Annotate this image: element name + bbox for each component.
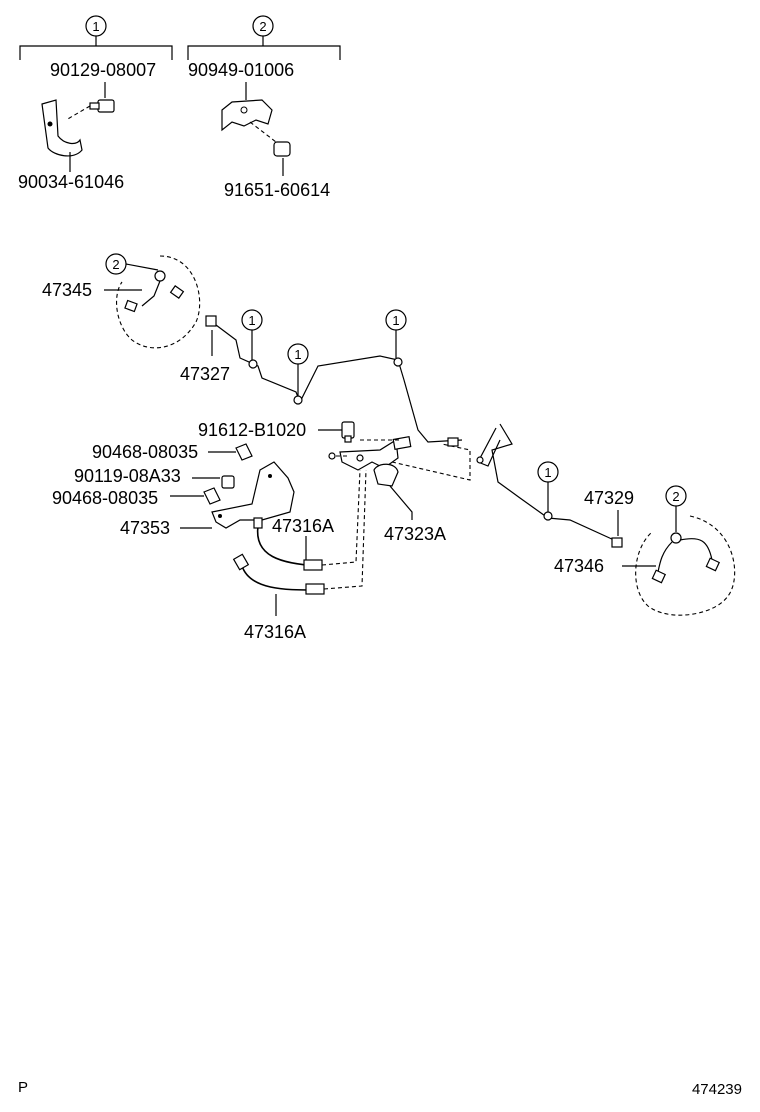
- legend-group-2: 2 90949-01006 91651-60614: [187, 15, 341, 200]
- svg-text:1: 1: [248, 313, 255, 328]
- footer-left-code: P: [18, 1079, 28, 1096]
- bolt-91612: 91612-B1020: [198, 420, 355, 443]
- legend-circle-1-label: 1: [92, 19, 99, 34]
- svg-text:2: 2: [672, 489, 679, 504]
- tube-nut-icon: [205, 315, 217, 327]
- part-label-47323A: 47323A: [384, 524, 446, 544]
- bleeder-fitting-icon: [124, 285, 185, 313]
- part-label-90468-08035-b: 90468-08035: [52, 488, 158, 508]
- part-label-90129-08007: 90129-08007: [50, 60, 156, 80]
- part-label-47345: 47345: [42, 280, 92, 300]
- part-label-47316A-upper: 47316A: [272, 516, 334, 536]
- part-label-91612-B1020: 91612-B1020: [198, 420, 306, 440]
- part-label-47346: 47346: [554, 556, 604, 576]
- part-label-90119-08A33: 90119-08A33: [74, 466, 181, 486]
- bolt-icon-2: [273, 141, 291, 157]
- svg-text:1: 1: [294, 347, 301, 362]
- footer-diagram-number: 474239: [692, 1081, 742, 1098]
- svg-text:1: 1: [392, 313, 399, 328]
- part-label-90949-01006: 90949-01006: [188, 60, 294, 80]
- part-label-47316A-lower: 47316A: [244, 622, 306, 642]
- part-label-47327: 47327: [180, 364, 230, 384]
- callout-1-c: [385, 309, 407, 331]
- main-brake-line: 1 1 1 47327: [180, 309, 463, 443]
- part-label-47329: 47329: [584, 488, 634, 508]
- clamp-bracket-icon: [41, 99, 83, 157]
- part-label-90468-08035-a: 90468-08035: [92, 442, 198, 462]
- part-label-90034-61046: 90034-61046: [18, 172, 124, 192]
- legend-group-2-bracket: [187, 45, 341, 60]
- legend-group-1: 1 90129-08007 90034-61046: [18, 15, 173, 192]
- callout-1-b: [287, 343, 309, 365]
- part-label-47353: 47353: [120, 518, 170, 538]
- left-wheel-backing-plate: 2 47345: [42, 253, 201, 349]
- tube-nut-icon-right: [611, 537, 623, 548]
- center-valve-assembly: 47323A: [328, 435, 471, 544]
- bolt-icon: [89, 99, 115, 113]
- tube-clamp-icon: [221, 99, 273, 132]
- part-label-91651-60614: 91651-60614: [224, 180, 330, 200]
- bracket-47353: 90468-08035 90119-08A33 90468-08035 4735…: [52, 442, 295, 538]
- svg-text:1: 1: [544, 465, 551, 480]
- right-brake-line: 1 47329: [476, 423, 634, 548]
- flex-hoses: 47316A 47316A: [232, 469, 367, 642]
- right-wheel-backing-plate: 2 47346: [554, 485, 736, 616]
- callout-1-a: [241, 309, 263, 331]
- legend-group-1-bracket: [19, 45, 173, 60]
- legend-circle-2-label: 2: [259, 19, 266, 34]
- svg-text:2: 2: [112, 257, 119, 272]
- callout-1-d: [537, 461, 559, 483]
